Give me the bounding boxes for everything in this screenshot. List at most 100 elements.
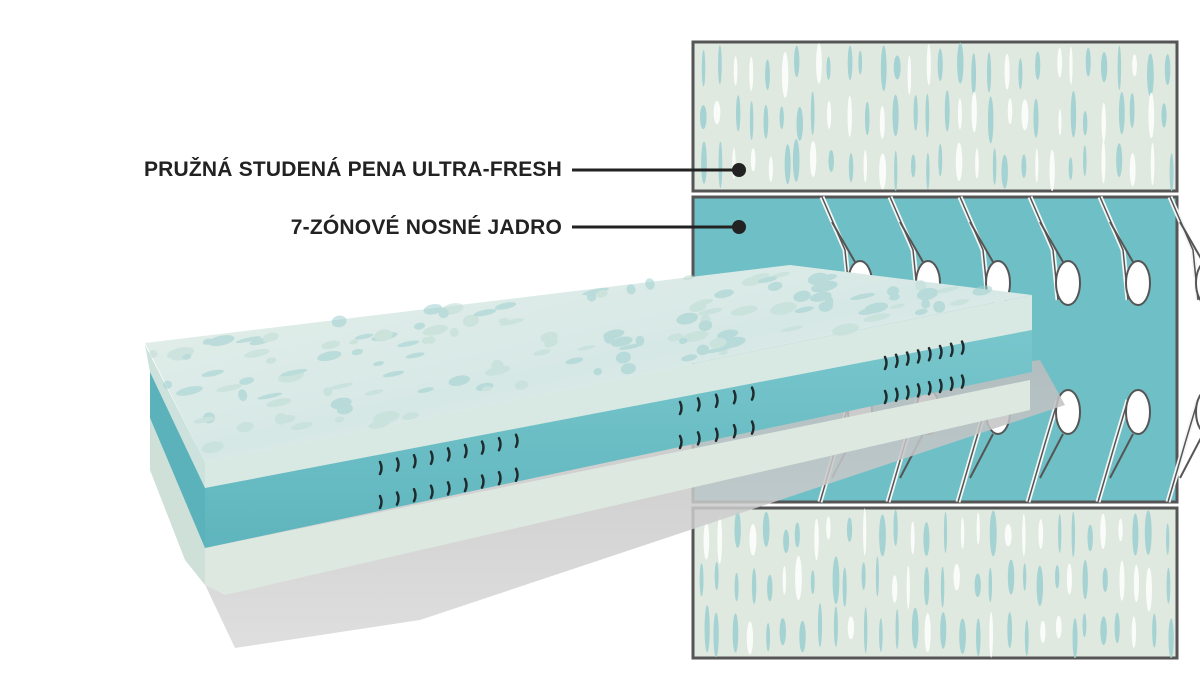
surface-mottle [202, 338, 214, 345]
foam-streak [879, 153, 887, 190]
foam-streak [975, 148, 979, 179]
foam-streak [1033, 98, 1039, 138]
surface-mottle [422, 324, 448, 336]
core-keyhole [1125, 260, 1151, 306]
foam-streak [750, 148, 756, 172]
foam-streak [767, 574, 773, 602]
foam-streak [1144, 510, 1152, 555]
foam-streak [827, 100, 832, 129]
foam-streak [799, 620, 806, 653]
surface-mottle [615, 351, 631, 364]
foam-streak [863, 149, 868, 183]
surface-mottle [323, 386, 333, 397]
surface-mottle [544, 341, 554, 348]
foam-streak [907, 55, 912, 95]
label-zone-core: 7-ZÓNOVÉ NOSNÉ JADRO [290, 216, 562, 239]
foam-streak [913, 94, 918, 131]
foam-streak [847, 45, 853, 81]
surface-mottle [330, 397, 352, 410]
surface-mottle [257, 392, 283, 400]
foam-streak [971, 91, 977, 133]
foam-streak [1147, 53, 1154, 97]
foam-streak [1129, 153, 1136, 187]
zone-slit [894, 387, 899, 403]
zone-slit [412, 453, 417, 469]
foam-streak [700, 105, 707, 130]
foam-streak [926, 152, 930, 190]
foam-streak [879, 105, 885, 139]
foam-streak [1040, 620, 1046, 643]
surface-mottle [914, 308, 928, 316]
surface-mottle [593, 367, 603, 376]
surface-mottle [462, 314, 479, 327]
foam-streak [1100, 616, 1107, 645]
foam-streak [1085, 47, 1091, 77]
zone-slit [949, 376, 954, 392]
surface-mottle [610, 336, 633, 347]
surface-mottle [163, 380, 172, 389]
surface-mottle [540, 331, 558, 343]
zone-slit [750, 386, 755, 401]
surface-mottle [331, 315, 347, 328]
foam-streak [713, 612, 719, 658]
foam-streak [749, 524, 757, 556]
foam-streak [765, 59, 770, 90]
foam-streak [960, 517, 965, 549]
surface-mottle [397, 340, 420, 348]
surface-mottle [635, 335, 645, 346]
foam-streak [762, 511, 770, 547]
foam-streak [1116, 143, 1123, 178]
label-comfort-foam: PRUŽNÁ STUDENÁ PENA ULTRA-FRESH [143, 158, 562, 181]
surface-mottle [780, 325, 803, 332]
foam-streak [957, 98, 962, 130]
foam-streak [1152, 613, 1157, 648]
surface-mottle [582, 287, 609, 296]
core-keyhole [1195, 393, 1200, 431]
surface-mottle [450, 327, 459, 337]
foam-streak [734, 511, 741, 548]
surface-mottle [201, 369, 224, 377]
foam-streak [703, 522, 710, 560]
foam-streak [863, 508, 867, 556]
foam-streak [848, 153, 854, 183]
foam-streak [974, 573, 981, 598]
surface-mottle [484, 365, 511, 376]
surface-mottle [694, 298, 713, 306]
zone-slit [732, 423, 737, 439]
surface-mottle [698, 320, 713, 332]
foam-streak [989, 611, 993, 658]
zone-slit [480, 474, 485, 489]
zone-slit [446, 447, 451, 462]
zone-slit [395, 491, 400, 506]
mattress-3d [145, 265, 1065, 648]
foam-streak [1071, 511, 1075, 558]
foam-streak [1082, 613, 1087, 638]
zone-slit [696, 431, 701, 446]
surface-mottle [448, 375, 471, 387]
zone-slit [905, 385, 910, 400]
surface-mottle [767, 281, 783, 291]
foam-streak [957, 42, 964, 84]
surface-mottle [667, 333, 684, 342]
foam-streak [926, 43, 931, 86]
foam-streak [1118, 518, 1123, 542]
surface-mottle [374, 329, 393, 342]
zone-slit [960, 374, 965, 389]
foam-streak [1007, 612, 1013, 648]
foam-streak [1036, 565, 1044, 607]
surface-mottle [244, 349, 270, 358]
surface-mottle [716, 329, 739, 340]
zone-slit [678, 434, 683, 450]
foam-streak [892, 94, 899, 137]
surface-mottle [317, 350, 342, 362]
surface-mottle [262, 332, 279, 342]
foam-streak [1035, 148, 1039, 183]
zone-slit [927, 380, 932, 396]
zone-slit [463, 477, 468, 493]
surface-mottle [481, 386, 492, 392]
foam-streak [749, 56, 754, 91]
surface-mottle [208, 335, 235, 347]
leader-core-dot [732, 220, 746, 234]
surface-mottle [349, 339, 359, 345]
foam-streak [766, 623, 771, 652]
